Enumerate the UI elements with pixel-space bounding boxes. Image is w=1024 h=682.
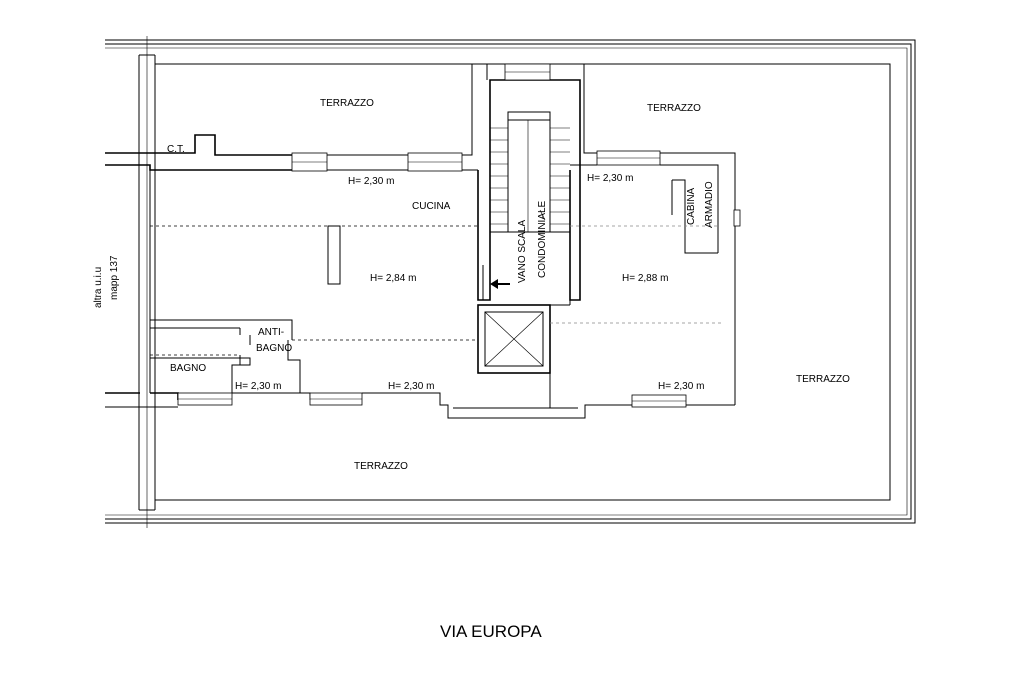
elevator-shaft (477, 300, 571, 408)
side-note-line1: altra u.i.u (93, 267, 104, 308)
room-label-terrazzo-bottom: TERRAZZO (354, 461, 408, 472)
left-boundary-wall (138, 36, 156, 528)
room-label-condominiale: CONDOMINIALE (537, 200, 548, 278)
height-label-bottom-right: H= 2,30 m (658, 381, 704, 392)
entrance-arrow-icon (490, 279, 510, 289)
room-label-terrazzo-top-left: TERRAZZO (320, 98, 374, 109)
room-label-bagno: BAGNO (170, 363, 206, 374)
interior-partitions (150, 179, 718, 393)
section-lines (150, 225, 722, 356)
room-label-anti-line2: BAGNO (256, 343, 292, 354)
room-label-cabina: CABINA (686, 187, 697, 225)
height-label-top-left: H= 2,30 m (348, 176, 394, 187)
room-label-ct: C.T. (167, 144, 185, 155)
stair-flights (490, 111, 570, 233)
room-label-terrazzo-right: TERRAZZO (796, 374, 850, 385)
windows (177, 63, 741, 408)
street-name: VIA EUROPA (440, 622, 542, 641)
height-label-bottom-bagno: H= 2,30 m (235, 381, 281, 392)
room-label-terrazzo-top-right: TERRAZZO (647, 103, 701, 114)
room-label-vano-scala: VANO SCALA (517, 220, 528, 283)
room-label-cucina: CUCINA (412, 201, 451, 212)
height-label-main-right: H= 2,88 m (622, 273, 668, 284)
room-label-anti-line1: ANTI- (258, 327, 284, 338)
height-label-bottom-center: H= 2,30 m (388, 381, 434, 392)
height-label-main-left: H= 2,84 m (370, 273, 416, 284)
room-label-armadio: ARMADIO (704, 181, 715, 228)
height-label-top-right: H= 2,30 m (587, 173, 633, 184)
side-note-line2: mapp 137 (109, 255, 120, 300)
